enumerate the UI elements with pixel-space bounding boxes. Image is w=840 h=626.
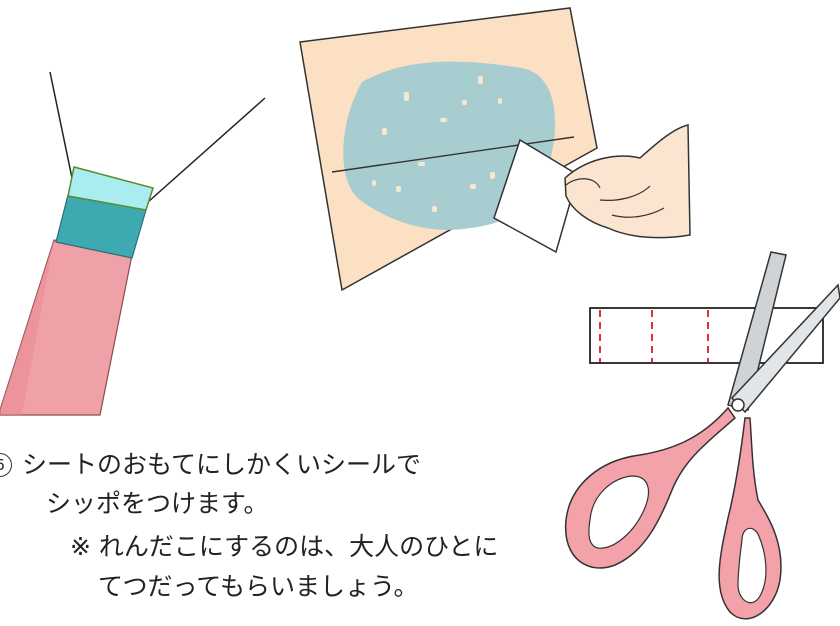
instruction-line-1: 6 シートのおもてにしかくいシールで: [0, 445, 422, 481]
note-line-1: ※ れんだこにするのは、大人のひとに: [70, 532, 499, 561]
instruction-line-2: シッポをつけます。: [46, 489, 269, 518]
sheet-with-sticker-illustration: [299, 7, 691, 292]
scissors-icon: [564, 251, 840, 620]
step-number-badge: 6: [0, 453, 12, 477]
note-line-2: てつだってもらいましょう。: [98, 572, 419, 601]
kite-tail-illustration: [0, 71, 266, 416]
instruction-text-1: シートのおもてにしかくいシールで: [22, 450, 422, 479]
